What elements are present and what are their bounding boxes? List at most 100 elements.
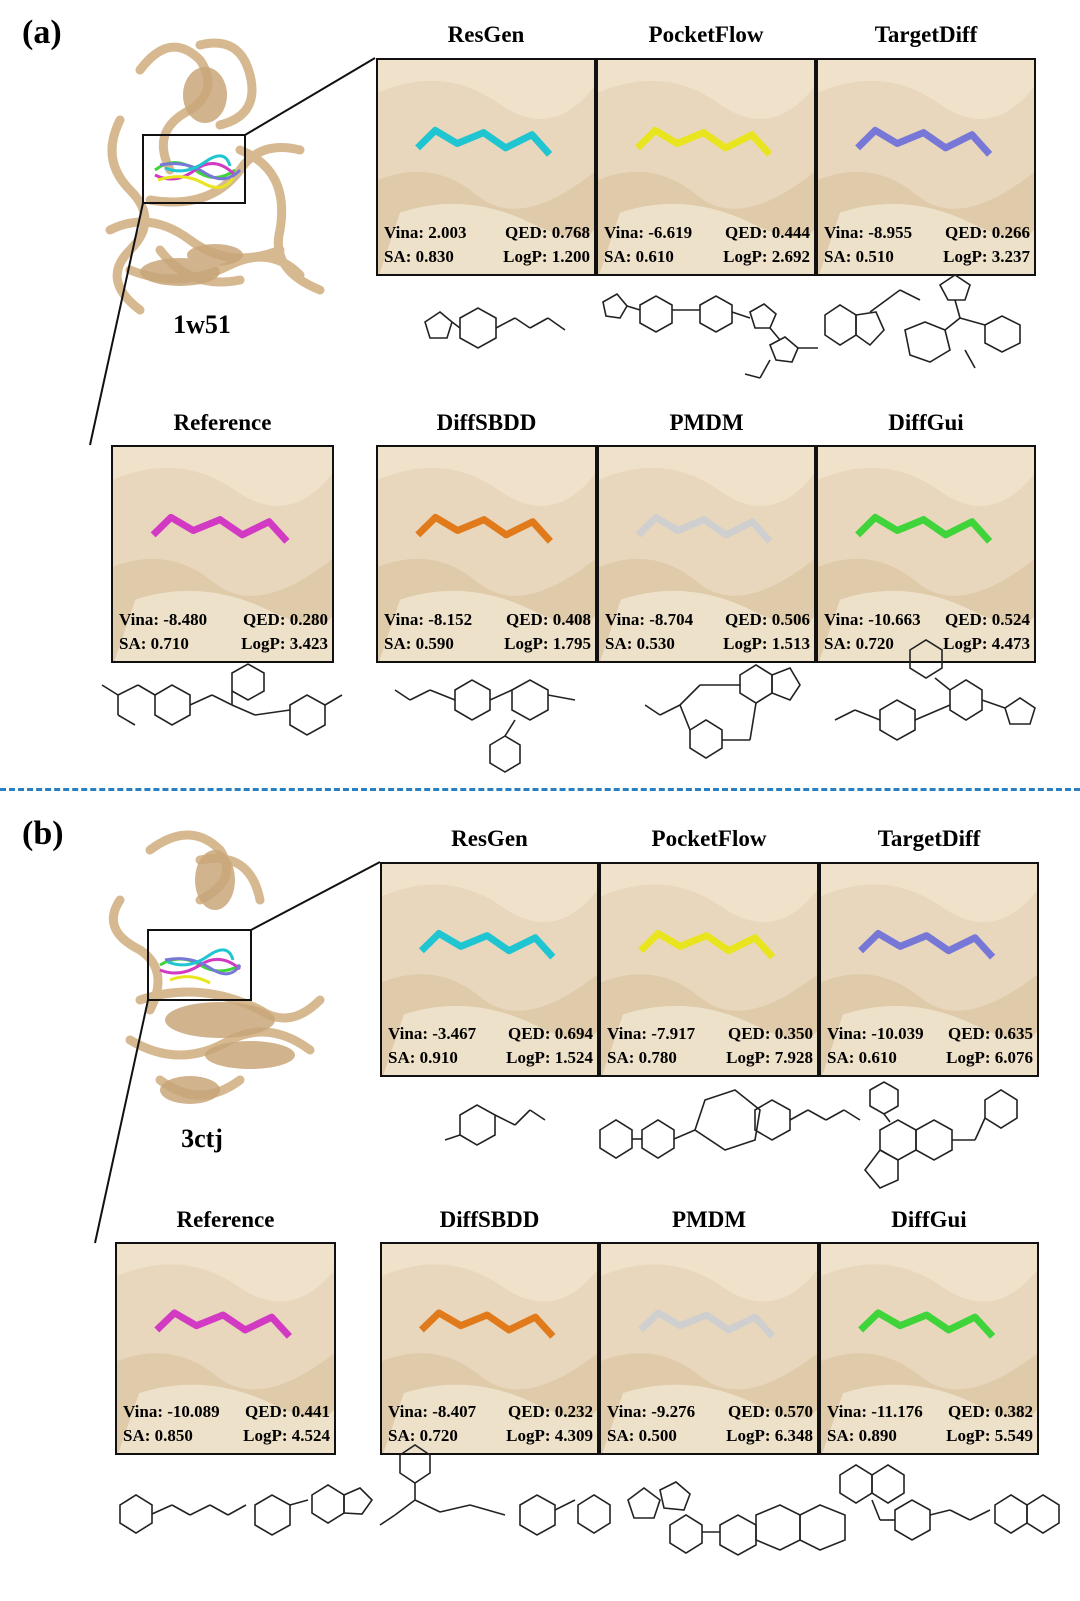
- qed-value: QED: 0.266: [945, 223, 1030, 242]
- pocket-surface-reference: [113, 447, 332, 661]
- protein-helices-a: [140, 67, 243, 286]
- qed-value: QED: 0.444: [725, 223, 810, 242]
- pocket-surface-pocketflow: [598, 60, 814, 274]
- pocket-surface-resgen: [382, 864, 597, 1075]
- ligand-pose-pmdm: [635, 513, 773, 544]
- sa-value: SA: 0.890: [827, 1426, 897, 1445]
- sa-value: SA: 0.850: [123, 1426, 193, 1445]
- vina-value: Vina: -3.467: [388, 1024, 477, 1043]
- ligand-pose-resgen: [418, 930, 556, 960]
- zoom-box-a: [142, 134, 246, 204]
- pocket-surface-diffgui: [821, 1244, 1037, 1453]
- ligand-pose-targetdiff: [858, 930, 996, 960]
- pocket-surface-resgen: [378, 60, 594, 274]
- panel-b-pdb-label: 3ctj: [181, 1124, 223, 1153]
- sa-value: SA: 0.530: [605, 634, 675, 653]
- ligand-pose-diffgui: [858, 1309, 996, 1339]
- method-title-reference: Reference: [176, 1207, 275, 1232]
- method-title-diffgui: DiffGui: [891, 1207, 967, 1232]
- logp-value: LogP: 5.549: [946, 1426, 1033, 1445]
- logp-value: LogP: 3.423: [241, 634, 328, 653]
- sa-value: SA: 0.500: [607, 1426, 677, 1445]
- method-title-pocketflow: PocketFlow: [651, 826, 767, 851]
- ligand-pose-pocketflow: [635, 126, 773, 157]
- ligand-pose-pmdm: [638, 1309, 776, 1339]
- pocket-surface-diffsbdd: [382, 1244, 597, 1453]
- logp-value: LogP: 4.524: [243, 1426, 330, 1445]
- sa-value: SA: 0.710: [119, 634, 189, 653]
- vina-value: Vina: -10.039: [827, 1024, 924, 1043]
- logp-value: LogP: 4.473: [943, 634, 1030, 653]
- ligand-overlay-b: [159, 948, 242, 985]
- vina-value: Vina: -8.407: [388, 1402, 477, 1421]
- vina-value: Vina: -11.176: [827, 1402, 923, 1421]
- qed-value: QED: 0.768: [505, 223, 590, 242]
- sa-value: SA: 0.610: [604, 247, 674, 266]
- vina-value: Vina: -6.619: [604, 223, 693, 242]
- pocket-surface-pmdm: [599, 447, 814, 661]
- sa-value: SA: 0.910: [388, 1048, 458, 1067]
- pocket-surface-pmdm: [601, 1244, 817, 1453]
- pocket-surface-diffsbdd: [378, 447, 595, 661]
- vina-value: Vina: -8.955: [824, 223, 913, 242]
- method-title-pmdm: PMDM: [669, 410, 744, 435]
- logp-value: LogP: 2.692: [723, 247, 810, 266]
- qed-value: QED: 0.232: [508, 1402, 593, 1421]
- logp-value: LogP: 6.348: [726, 1426, 813, 1445]
- panel-divider: [0, 788, 1080, 791]
- qed-value: QED: 0.570: [728, 1402, 813, 1421]
- vina-value: Vina: -8.704: [605, 610, 694, 629]
- sa-value: SA: 0.590: [384, 634, 454, 653]
- sa-value: SA: 0.510: [824, 247, 894, 266]
- method-title-targetdiff: TargetDiff: [877, 826, 981, 851]
- method-title-pmdm: PMDM: [671, 1207, 747, 1232]
- vina-value: Vina: -10.663: [824, 610, 921, 629]
- zoom-line-b1: [250, 861, 381, 931]
- method-title-diffsbdd: DiffSBDD: [436, 410, 537, 435]
- method-title-reference: Reference: [173, 410, 272, 435]
- qed-value: QED: 0.408: [506, 610, 591, 629]
- sa-value: SA: 0.780: [607, 1048, 677, 1067]
- pocket-surface-targetdiff: [818, 60, 1034, 274]
- ligand-pose-targetdiff: [855, 126, 993, 157]
- panel-a-letter: (a): [22, 14, 62, 51]
- qed-value: QED: 0.524: [945, 610, 1030, 629]
- logp-value: LogP: 6.076: [946, 1048, 1033, 1067]
- vina-value: Vina: -7.917: [607, 1024, 696, 1043]
- pocket-surface-pocketflow: [601, 864, 817, 1075]
- vina-value: Vina: 2.003: [384, 223, 467, 242]
- logp-value: LogP: 1.795: [504, 634, 591, 653]
- method-title-diffgui: DiffGui: [888, 410, 964, 435]
- qed-value: QED: 0.280: [243, 610, 328, 629]
- ligand-pose-resgen: [415, 126, 553, 157]
- qed-value: QED: 0.382: [948, 1402, 1033, 1421]
- method-title-targetdiff: TargetDiff: [874, 22, 978, 47]
- vina-value: Vina: -8.152: [384, 610, 473, 629]
- panel-b-letter: (b): [22, 815, 64, 852]
- ligand-pose-diffgui: [855, 513, 993, 544]
- logp-value: LogP: 7.928: [726, 1048, 813, 1067]
- sa-value: SA: 0.830: [384, 247, 454, 266]
- zoom-line-a1: [244, 57, 376, 136]
- pocket-surface-diffgui: [818, 447, 1034, 661]
- ligand-pose-diffsbdd: [415, 513, 553, 544]
- sa-value: SA: 0.720: [824, 634, 894, 653]
- sa-value: SA: 0.610: [827, 1048, 897, 1067]
- zoom-line-a2: [89, 202, 144, 446]
